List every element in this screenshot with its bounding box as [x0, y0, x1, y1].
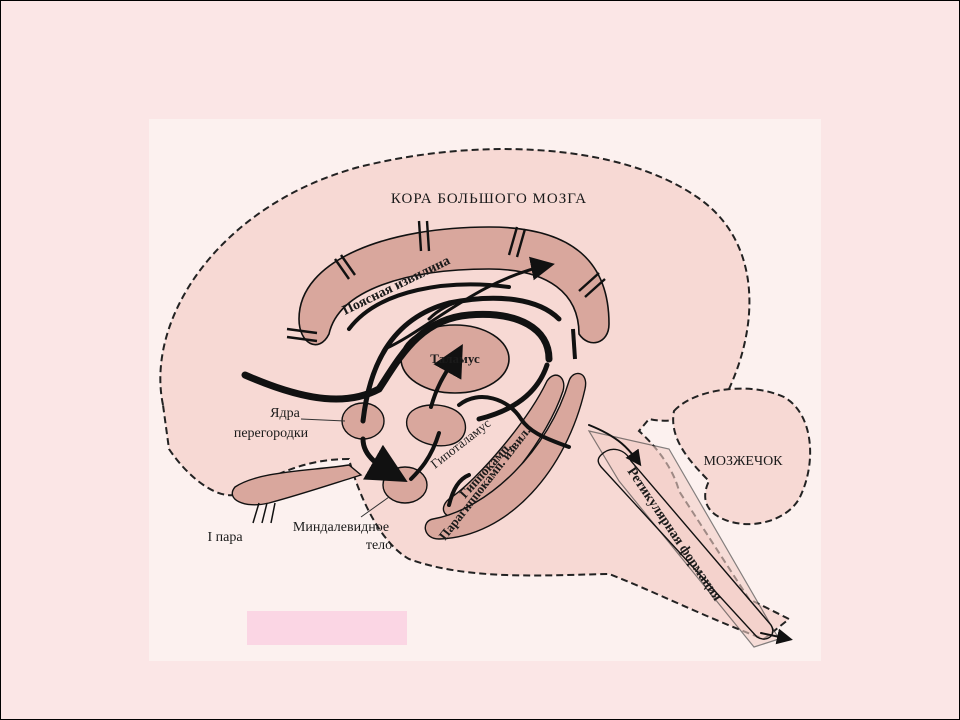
olfactory-nerve-fibers	[252, 502, 276, 524]
caption-placeholder-box	[247, 611, 407, 645]
cerebellum-label: МОЗЖЕЧОК	[703, 454, 783, 469]
olfactory-tract-shape	[231, 464, 363, 506]
amygdala-label-line2: тело	[366, 538, 392, 553]
septal-pointer	[300, 418, 346, 422]
amygdala-pointer	[360, 496, 390, 518]
cortex-label: КОРА БОЛЬШОГО МОЗГА	[391, 191, 587, 207]
reticular-formation-shape	[597, 448, 774, 640]
cortex-projection-arrows	[286, 220, 606, 360]
limbic-system-diagram: КОРА БОЛЬШОГО МОЗГА Поясная извилина Тал…	[159, 148, 812, 648]
parahippocampal-shape	[424, 372, 587, 540]
amygdala-label-line1: Миндалевидное	[293, 520, 389, 535]
thalamus-label: Таламус	[430, 351, 480, 366]
septal-nuclei-label-line2: перегородки	[234, 426, 309, 441]
limbic-pathways	[241, 256, 793, 645]
brainstem-shape	[587, 430, 780, 648]
olfactory-nerve-label: I пара	[207, 530, 243, 545]
cingulate-gyrus-shape	[298, 226, 610, 346]
septal-nuclei-label-line1: Ядра	[270, 406, 300, 421]
cerebellum-shape	[672, 387, 812, 526]
diagram-panel: КОРА БОЛЬШОГО МОЗГА Поясная извилина Тал…	[149, 119, 821, 661]
